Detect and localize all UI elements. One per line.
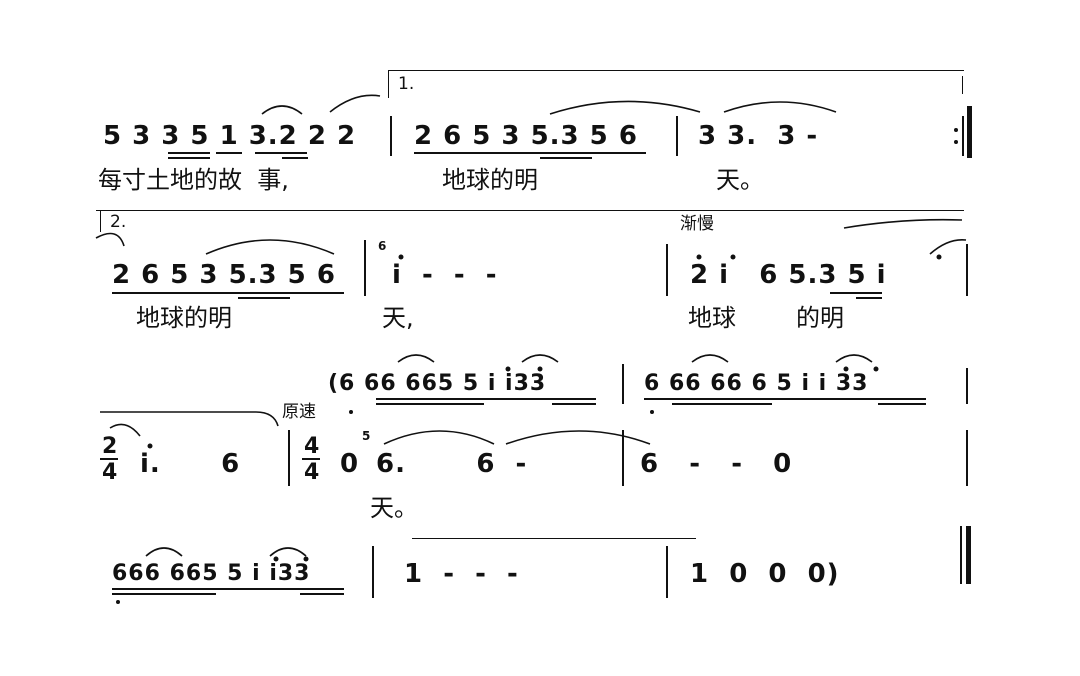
notes-measure-1c: 3 3. 3 -: [698, 121, 819, 151]
lyrics-1a: 每寸土地的故 事,: [98, 166, 289, 194]
barline-3a: [288, 430, 290, 486]
final-barline-thin: [960, 526, 962, 584]
notes-measure-1b: 2 6 5 3 5.3 5 6: [414, 121, 638, 151]
notes-measure-2a: 2 6 5 3 5.3 5 6: [112, 260, 336, 290]
underline: [112, 292, 344, 294]
barline-3c: [966, 430, 968, 486]
volta-1-bracket-left: [388, 70, 389, 98]
underline: [300, 593, 344, 595]
underline: [282, 157, 308, 159]
underline: [216, 152, 242, 154]
repeat-barline-thick: [967, 106, 972, 158]
underline: [878, 403, 926, 405]
underline: [540, 157, 592, 159]
repeat-dot-top: [954, 128, 958, 132]
repeat-dot-bottom: [954, 140, 958, 144]
low-octave-dot: [349, 410, 353, 414]
barline-3-upper-b: [966, 368, 968, 404]
barline-2a: [364, 240, 366, 296]
lyrics-1b: 地球的明: [442, 166, 538, 194]
underline: [376, 403, 484, 405]
underline: [255, 152, 307, 154]
underline: [552, 403, 596, 405]
barline-4a: [372, 546, 374, 598]
low-octave-dot: [650, 410, 654, 414]
instrumental-line-c: 666 665 5 i i33: [112, 561, 311, 586]
notes-measure-1a: 5 3 3 5 1 3.2 2 2: [103, 121, 357, 151]
volta-1-bracket-right: [962, 76, 963, 94]
barline-1b: [676, 116, 678, 156]
lyrics-2d: 的明: [796, 304, 844, 332]
time-signature-divider: [302, 458, 320, 460]
barline-3-upper-a: [622, 364, 624, 404]
time-signature-2-4-bottom: 4: [102, 460, 119, 485]
lyrics-2a: 地球的明: [136, 304, 232, 332]
notes-measure-3c: 6. 6 -: [376, 449, 528, 479]
underline: [644, 398, 926, 400]
underline: [672, 403, 772, 405]
underline: [168, 152, 210, 154]
lyrics-1c: 天。: [716, 166, 764, 194]
bracket-line: [412, 538, 696, 539]
volta-1-label: 1.: [398, 74, 415, 94]
barline-2b: [666, 244, 668, 296]
lyrics-3a: 天。: [370, 494, 418, 522]
time-signature-divider: [100, 458, 118, 460]
low-octave-dot: [116, 600, 120, 604]
barline-4b: [666, 546, 668, 598]
barline-3b: [622, 430, 624, 486]
grace-note-3: 5: [362, 429, 371, 443]
volta-2-label: 2.: [110, 212, 127, 232]
instrumental-line-a: (6 66 665 5 i i33: [328, 371, 547, 396]
volta-2-bracket-left: [100, 210, 101, 232]
underline: [112, 588, 344, 590]
underline: [830, 292, 882, 294]
lyrics-2b: 天,: [382, 304, 414, 332]
underline: [856, 297, 882, 299]
underline: [238, 297, 290, 299]
time-signature-4-4-top: 4: [304, 434, 321, 459]
notes-measure-2c: 2 i 6 5.3 5 i: [690, 260, 887, 290]
underline: [168, 157, 210, 159]
tempo-ritardando: 渐慢: [680, 214, 714, 234]
tempo-a-tempo: 原速: [282, 402, 316, 422]
time-signature-4-4-bottom: 4: [304, 460, 321, 485]
notes-measure-4b: 1 - - -: [404, 559, 519, 589]
final-barline-thick: [966, 526, 971, 584]
notes-measure-3a: i. 6: [140, 449, 241, 479]
repeat-barline-thin: [962, 116, 964, 156]
volta-1-bracket-top: [388, 70, 964, 71]
barline-1a: [390, 116, 392, 156]
instrumental-line-b: 6 66 66 6 5 i i 33: [644, 371, 869, 396]
notes-measure-2b: i - - -: [392, 260, 498, 290]
notes-measure-4c: 1 0 0 0): [690, 559, 840, 589]
time-signature-2-4-top: 2: [102, 434, 119, 459]
underline: [414, 152, 646, 154]
lyrics-2c: 地球: [688, 304, 736, 332]
grace-note-2: 6: [378, 239, 387, 253]
notes-measure-3b-rest: 0: [340, 449, 360, 479]
barline-2c: [966, 244, 968, 296]
volta-2-bracket-top: [96, 210, 964, 211]
underline: [112, 593, 216, 595]
underline: [376, 398, 596, 400]
notes-measure-3d: 6 - - 0: [640, 449, 793, 479]
